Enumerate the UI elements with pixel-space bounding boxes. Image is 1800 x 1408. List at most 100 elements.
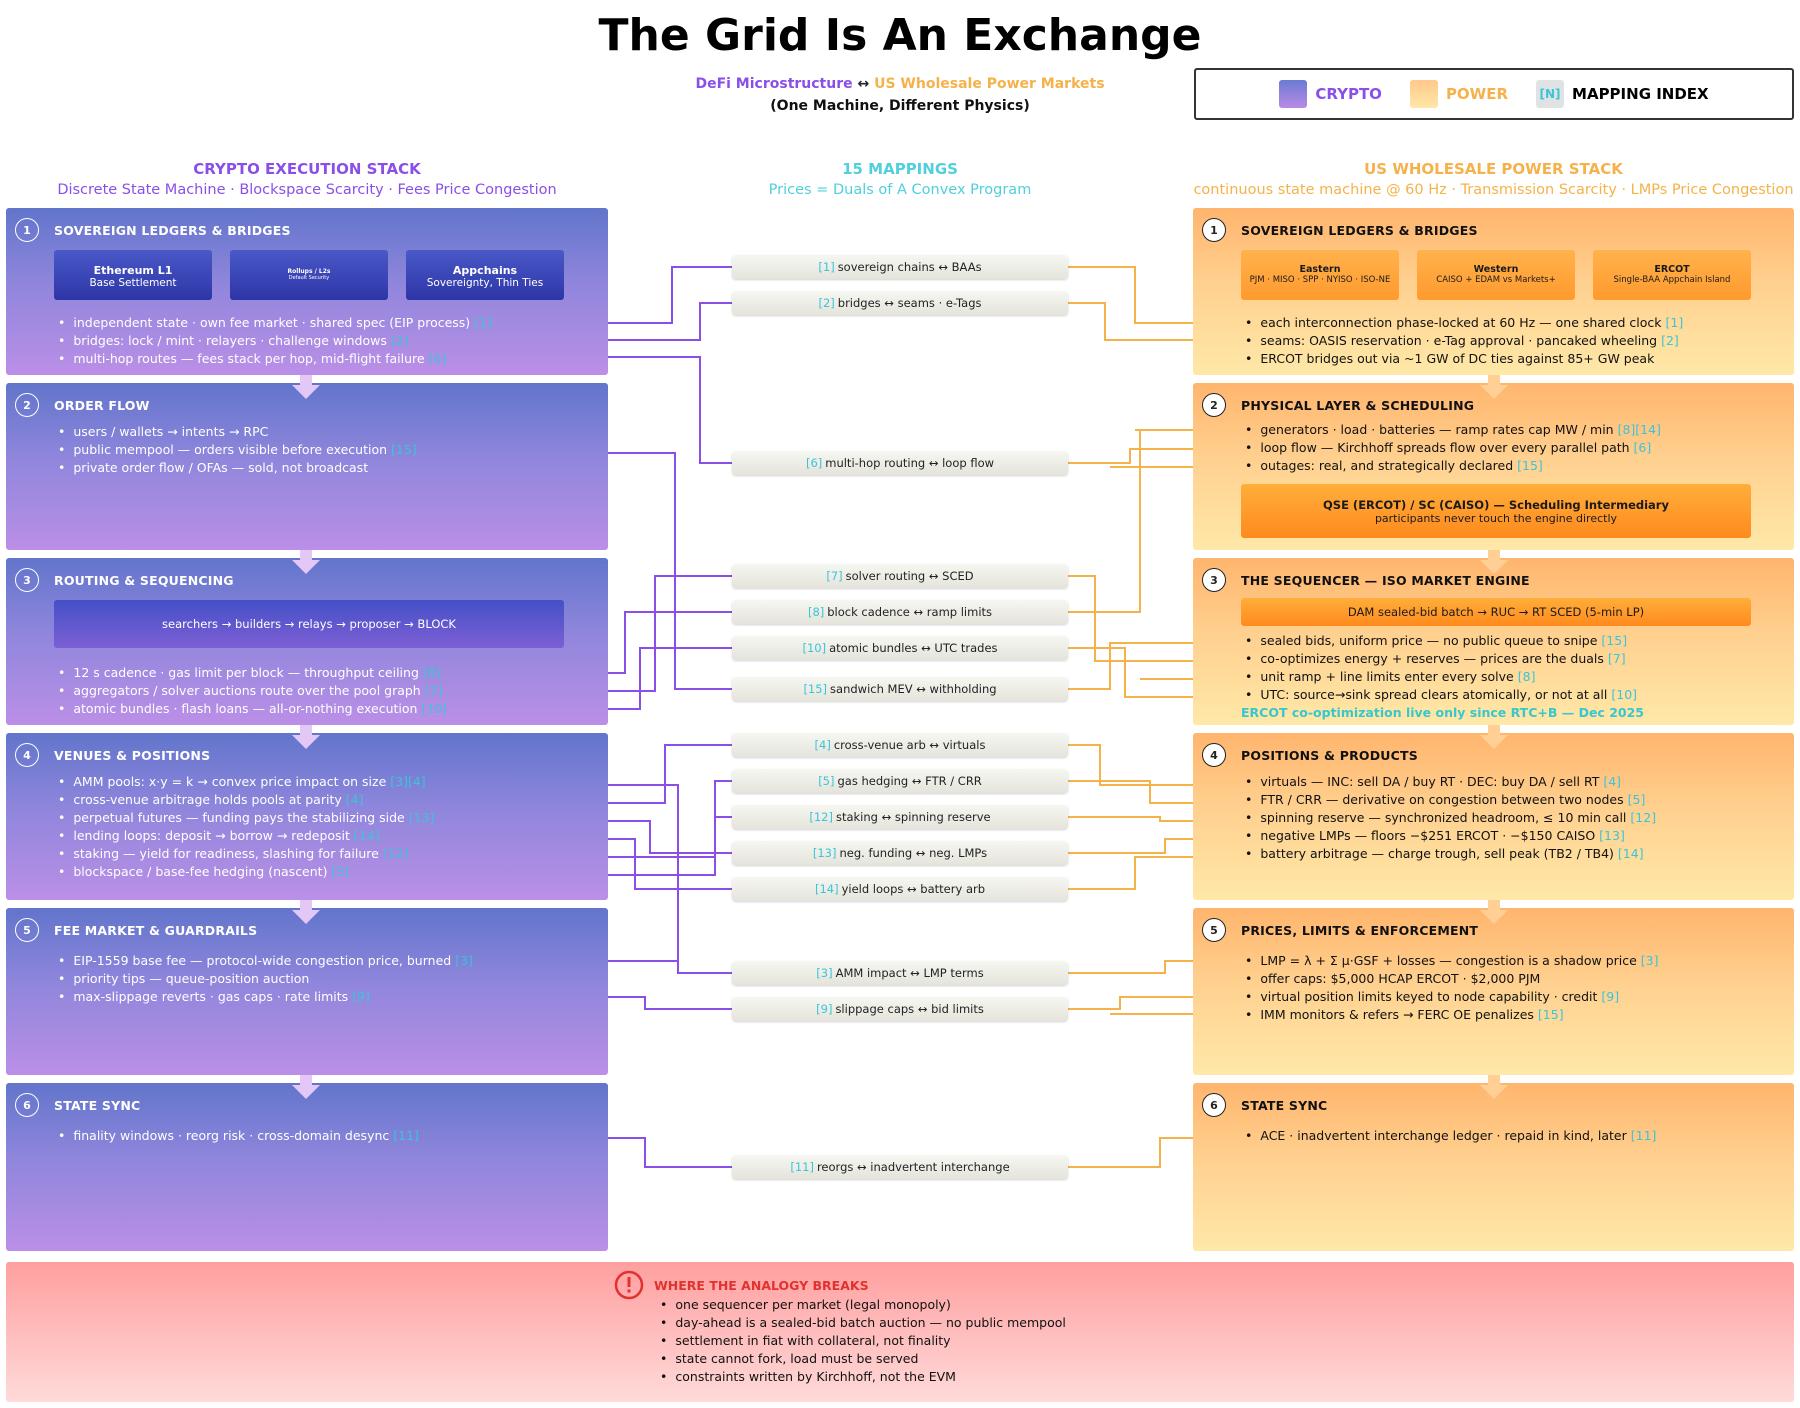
ercot-note: ERCOT co-optimization live only since RT… [1241,705,1644,720]
cite: [14] [1617,846,1644,861]
cite: [6] [428,351,447,366]
cite: [11] [1630,1128,1657,1143]
power-panel-3-number: 3 [1202,568,1226,592]
cite: [3] [455,953,473,968]
connector-power-2 [1068,302,1247,341]
crypto-panel-2-number: 2 [15,393,39,417]
bullet-text: loop flow — Kirchhoff spreads flow over … [1260,440,1630,455]
cite: [5] [331,864,350,879]
subtitle-tagline: (One Machine, Different Physics) [770,98,1030,114]
cite: [13] [1599,828,1625,843]
list-item: spinning reserve — synchronized headroom… [1245,809,1656,827]
list-item: virtual position limits keyed to node ca… [1245,988,1659,1006]
crypto-panel-1-number: 1 [15,218,39,242]
cite: [14] [353,828,380,843]
cite: [2] [390,333,409,348]
bar-title: QSE (ERCOT) / SC (CAISO) — Scheduling In… [1323,497,1669,512]
bullet-text: virtuals — INC: sell DA / buy RT · DEC: … [1260,774,1600,789]
list-item: negative LMPs — floors −$251 ERCOT · −$1… [1245,827,1656,845]
list-item: generators · load · batteries — ramp rat… [1245,421,1661,439]
mapping-text: staking ↔ spinning reserve [835,810,991,824]
bullet-text: outages: real, and strategically declare… [1260,458,1514,473]
cite: [6] [805,456,823,470]
crypto-panel-1-title: SOVEREIGN LEDGERS & BRIDGES [54,223,291,238]
list-item: IMM monitors & refers → FERC OE penalize… [1245,1006,1659,1024]
mapping-5: [5]gas hedging ↔ FTR / CRR [732,769,1068,793]
cite: [3][4] [390,774,426,789]
chip-subtitle: Single-BAA Appchain Island [1613,275,1731,285]
cite: [2] [1661,333,1679,348]
mapping-6: [6]multi-hop routing ↔ loop flow [732,451,1068,475]
bar-subtitle: participants never touch the engine dire… [1374,511,1618,525]
power-panel-1-list: each interconnection phase-locked at 60 … [1245,314,1683,368]
list-item: cross-venue arbitrage holds pools at par… [58,791,434,809]
bullet-text: LMP = λ + Σ μ·GSF + losses — congestion … [1260,953,1637,968]
cite: [4] [345,792,364,807]
list-item: virtuals — INC: sell DA / buy RT · DEC: … [1245,773,1656,791]
list-item: AMM pools: x·y = k → convex price impact… [58,773,434,791]
power-panel-3-title: THE SEQUENCER — ISO MARKET ENGINE [1241,573,1530,588]
subtitle-crypto: DeFi Microstructure [695,76,853,92]
mapping-text: solver routing ↔ SCED [845,569,974,583]
crypto-panel-2-list: users / wallets → intents → RPC public m… [58,423,416,477]
power-column-title: US WHOLESALE POWER STACK [1364,160,1623,178]
cite: [3] [816,966,833,980]
mapping-8: [8]block cadence ↔ ramp limits [732,600,1068,624]
bullet-text: FTR / CRR — derivative on congestion bet… [1260,792,1624,807]
list-item: priority tips — queue-position auction [58,970,473,988]
power-panel-5-title: PRICES, LIMITS & ENFORCEMENT [1241,923,1479,938]
cite: [5] [818,774,835,788]
legend-crypto: CRYPTO [1279,80,1382,108]
bullet-text: IMM monitors & refers → FERC OE penalize… [1260,1007,1534,1022]
mappings-column-title: 15 MAPPINGS [842,160,958,178]
power-panel-4-number: 4 [1202,743,1226,767]
cite: [8] [1517,669,1536,684]
cite: [1] [1665,315,1684,330]
list-item: independent state · own fee market · sha… [58,314,492,332]
bullet-text: seams: OASIS reservation · e-Tag approva… [1260,333,1658,348]
power-panel-3: 3 THE SEQUENCER — ISO MARKET ENGINE DAM … [1193,558,1794,725]
bullet-text: max-slippage reverts · gas caps · rate l… [73,989,349,1004]
legend-power-label: POWER [1445,85,1509,103]
legend-power: POWER [1409,80,1509,108]
crypto-panel-5-title: FEE MARKET & GUARDRAILS [54,923,258,938]
list-item: EIP-1559 base fee — protocol-wide conges… [58,952,473,970]
chip-subtitle: Base Settlement [89,277,177,289]
mapping-2: [2]bridges ↔ seams · e-Tags [732,291,1068,315]
crypto-panel-4-number: 4 [15,743,39,767]
power-panel-4: 4 POSITIONS & PRODUCTS virtuals — INC: s… [1193,733,1794,900]
legend: CRYPTO POWER [N]MAPPING INDEX [1194,68,1794,120]
analogy-breaks-title: WHERE THE ANALOGY BREAKS [654,1278,869,1293]
mapping-12: [12]staking ↔ spinning reserve [732,805,1068,829]
bullet-text: offer caps: $5,000 HCAP ERCOT · $2,000 P… [1260,971,1541,986]
cite: [10] [421,701,448,716]
list-item: loop flow — Kirchhoff spreads flow over … [1245,439,1661,457]
crypto-column-title: CRYPTO EXECUTION STACK [193,160,421,178]
crypto-panel-3-title: ROUTING & SEQUENCING [54,573,234,588]
crypto-panel-3-list: 12 s cadence · gas limit per block — thr… [58,664,447,718]
bullet-text: staking — yield for readiness, slashing … [73,846,379,861]
power-panel-2-list: generators · load · batteries — ramp rat… [1245,421,1661,475]
cite: [1] [818,260,835,274]
list-item: seams: OASIS reservation · e-Tag approva… [1245,332,1683,350]
list-item: ERCOT bridges out via ~1 GW of DC ties a… [1245,350,1683,368]
connector-power-15 [1068,642,1247,690]
list-item: state cannot fork, load must be served [660,1350,1066,1368]
chip-subtitle: PJM · MISO · SPP · NYISO · ISO-NE [1249,275,1391,285]
scheduling-intermediary-bar: QSE (ERCOT) / SC (CAISO) — Scheduling In… [1241,484,1751,538]
crypto-panel-3: 3 ROUTING & SEQUENCING searchers → build… [6,558,608,725]
legend-crypto-label: CRYPTO [1315,85,1382,103]
crypto-panel-4-title: VENUES & POSITIONS [54,748,211,763]
list-item: atomic bundles · flash loans — all-or-no… [58,700,447,718]
power-panel-6: 6 STATE SYNC ACE · inadvertent interchan… [1193,1083,1794,1251]
cite: [15] [1601,633,1628,648]
mapping-4: [4]cross-venue arb ↔ virtuals [732,733,1068,757]
subtitle-arrow: ↔ [857,76,870,92]
crypto-panel-5-list: EIP-1559 base fee — protocol-wide conges… [58,952,473,1006]
crypto-panel-2: 2 ORDER FLOW users / wallets → intents →… [6,383,608,550]
list-item: day-ahead is a sealed-bid batch auction … [660,1314,1066,1332]
bullet-text: ERCOT bridges out via ~1 GW of DC ties a… [1260,351,1655,366]
chip-title: Eastern [1299,264,1341,275]
list-item: each interconnection phase-locked at 60 … [1245,314,1683,332]
